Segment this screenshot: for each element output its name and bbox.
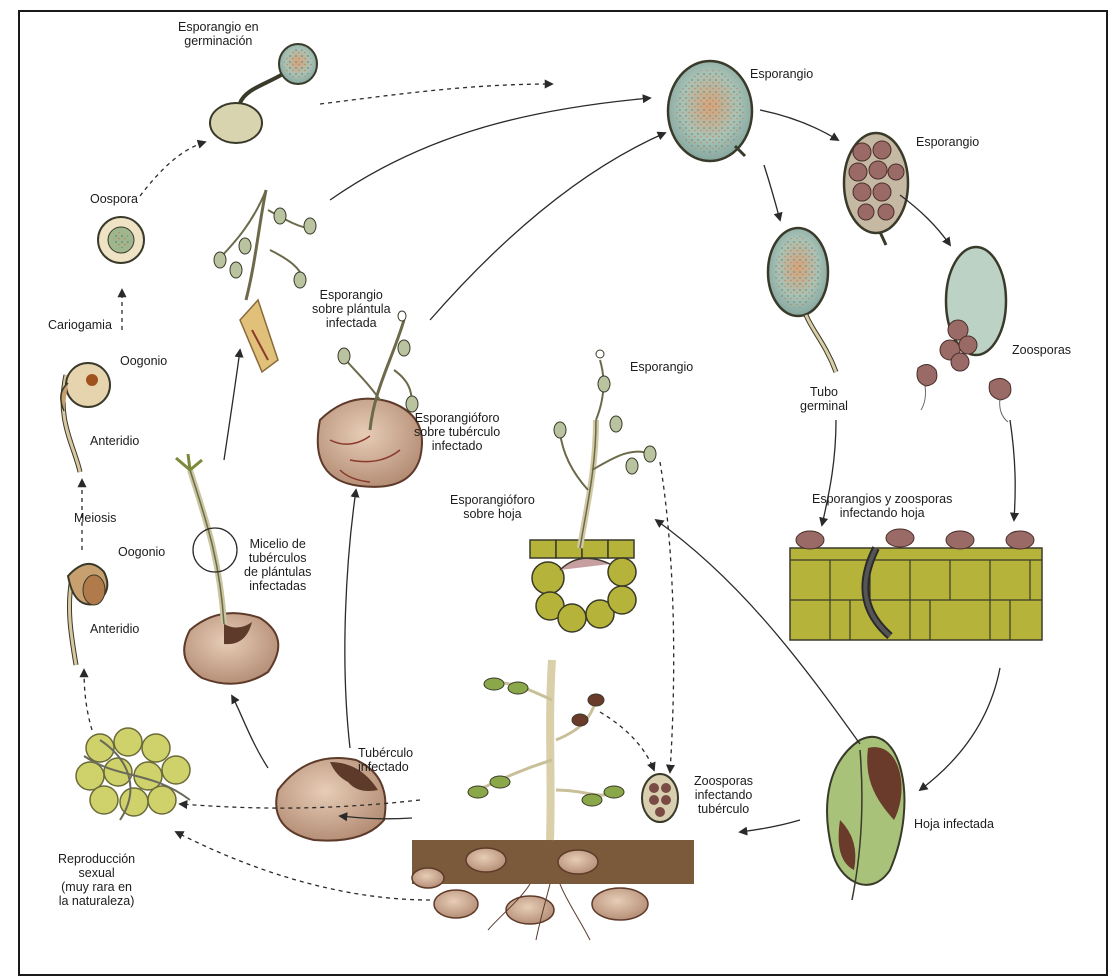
label-meiosis: Meiosis xyxy=(74,511,116,525)
label-esporangioforo-tuberculo: Esporangióforo sobre tubérculo infectado xyxy=(414,411,500,453)
label-line: sobre hoja xyxy=(450,507,535,521)
label-line: sexual xyxy=(58,866,135,880)
label-line: Zoosporas xyxy=(694,774,753,788)
label-zoosporas: Zoosporas xyxy=(1012,343,1071,357)
label-esporangioforo-hoja: Esporangióforo sobre hoja xyxy=(450,493,535,521)
label-esporangio-germinacion: Esporangio en germinación xyxy=(178,20,259,48)
label-line: Reproducción xyxy=(58,852,135,866)
label-line: Esporangio en xyxy=(178,20,259,34)
label-line: infectado xyxy=(414,439,500,453)
label-line: infectando hoja xyxy=(812,506,952,520)
sporangium-zoospores-inside xyxy=(844,133,908,245)
label-zoosporas-tuberculo: Zoosporas infectando tubérculo xyxy=(694,774,753,816)
label-line: infectadas xyxy=(244,579,311,593)
label-line: Tubo xyxy=(800,385,848,399)
label-line: Micelio de xyxy=(244,537,311,551)
label-line: infectada xyxy=(312,316,391,330)
label-line: infectando xyxy=(694,788,753,802)
label-esporangio-center: Esporangio xyxy=(630,360,693,374)
label-tubo-germinal: Tubo germinal xyxy=(800,385,848,413)
label-line: germinación xyxy=(178,34,259,48)
label-line: Tubérculo xyxy=(358,746,413,760)
label-line: Esporangióforo xyxy=(450,493,535,507)
germinating-sporangium xyxy=(210,44,317,143)
label-hoja-infectada: Hoja infectada xyxy=(914,817,994,831)
label-line: Esporangióforo xyxy=(414,411,500,425)
infected-leaf xyxy=(827,737,904,900)
label-line: tubérculos xyxy=(244,551,311,565)
label-anteridio-2: Anteridio xyxy=(90,622,139,636)
label-esporangio-top: Esporangio xyxy=(750,67,813,81)
sporangium-releasing xyxy=(940,247,1006,371)
sporangiophore-tuber xyxy=(318,311,422,487)
sporangium-germ-tube xyxy=(768,228,836,372)
seedling-sporangia xyxy=(214,190,316,372)
label-line: (muy rara en xyxy=(58,880,135,894)
label-line: sobre tubérculo xyxy=(414,425,500,439)
label-line: sobre plántula xyxy=(312,302,391,316)
oogonium-antheridium-2 xyxy=(68,564,107,665)
free-zoospores xyxy=(917,364,1011,422)
label-tuberculo-infectado: Tubérculo infectado xyxy=(358,746,413,774)
label-oogonio-1: Oogonio xyxy=(120,354,167,368)
label-line: tubérculo xyxy=(694,802,753,816)
label-anteridio-1: Anteridio xyxy=(90,434,139,448)
label-line: de plántulas xyxy=(244,565,311,579)
label-cariogamia: Cariogamia xyxy=(48,318,112,332)
label-line: Esporangios y zoosporas xyxy=(812,492,952,506)
label-reproduccion-sexual: Reproducción sexual (muy rara en la natu… xyxy=(58,852,135,908)
label-esporangio-right: Esporangio xyxy=(916,135,979,149)
label-line: Esporangio xyxy=(312,288,391,302)
label-line: la naturaleza) xyxy=(58,894,135,908)
oospore xyxy=(98,217,144,263)
sporangiophore-leaf xyxy=(530,350,656,632)
label-esporangio-plantula: Esporangio sobre plántula infectada xyxy=(312,288,391,330)
label-micelio: Micelio de tubérculos de plántulas infec… xyxy=(244,537,311,593)
label-oogonio-2: Oogonio xyxy=(118,545,165,559)
label-line: germinal xyxy=(800,399,848,413)
label-oospora: Oospora xyxy=(90,192,138,206)
label-line: infectado xyxy=(358,760,413,774)
oospore-mass xyxy=(76,728,190,820)
oogonium-antheridium-1 xyxy=(61,363,110,472)
sporangium-large xyxy=(668,61,752,161)
label-esporangios-zoosporas-hoja: Esporangios y zoosporas infectando hoja xyxy=(812,492,952,520)
sporangium-near-plant xyxy=(642,774,678,822)
infected-leaf-tissue xyxy=(790,529,1042,640)
